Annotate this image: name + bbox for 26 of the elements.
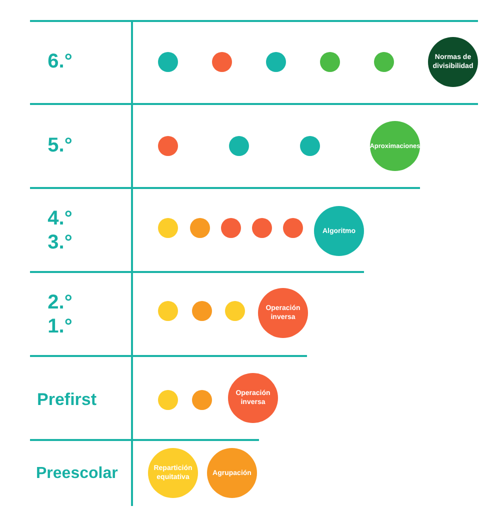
- dot-marker: [221, 218, 241, 238]
- dot-marker: [320, 52, 340, 72]
- dot-marker: [192, 301, 212, 321]
- grade-label: 4.°: [48, 208, 72, 230]
- dot-marker: [158, 390, 178, 410]
- dot-marker: [252, 218, 272, 238]
- dot-marker: [212, 52, 232, 72]
- grade-label: 6.°: [48, 50, 72, 74]
- dot-marker: [158, 52, 178, 72]
- dot-marker: [283, 218, 303, 238]
- dot-marker: [300, 136, 320, 156]
- dot-marker: [374, 52, 394, 72]
- grade-label: Prefirst: [37, 390, 97, 410]
- dot-marker: [158, 218, 178, 238]
- grade-label: 3.°: [48, 232, 72, 254]
- dot-marker: [158, 136, 178, 156]
- dot-marker: [229, 136, 249, 156]
- dot-marker: [158, 301, 178, 321]
- dot-marker: [225, 301, 245, 321]
- dot-marker: [190, 218, 210, 238]
- dot-marker: [192, 390, 212, 410]
- grade-label: Preescolar: [36, 465, 118, 483]
- grade-label: 2.°: [48, 292, 72, 314]
- grade-label: 1.°: [48, 316, 72, 338]
- grade-label: 5.°: [48, 134, 72, 158]
- dot-marker: [266, 52, 286, 72]
